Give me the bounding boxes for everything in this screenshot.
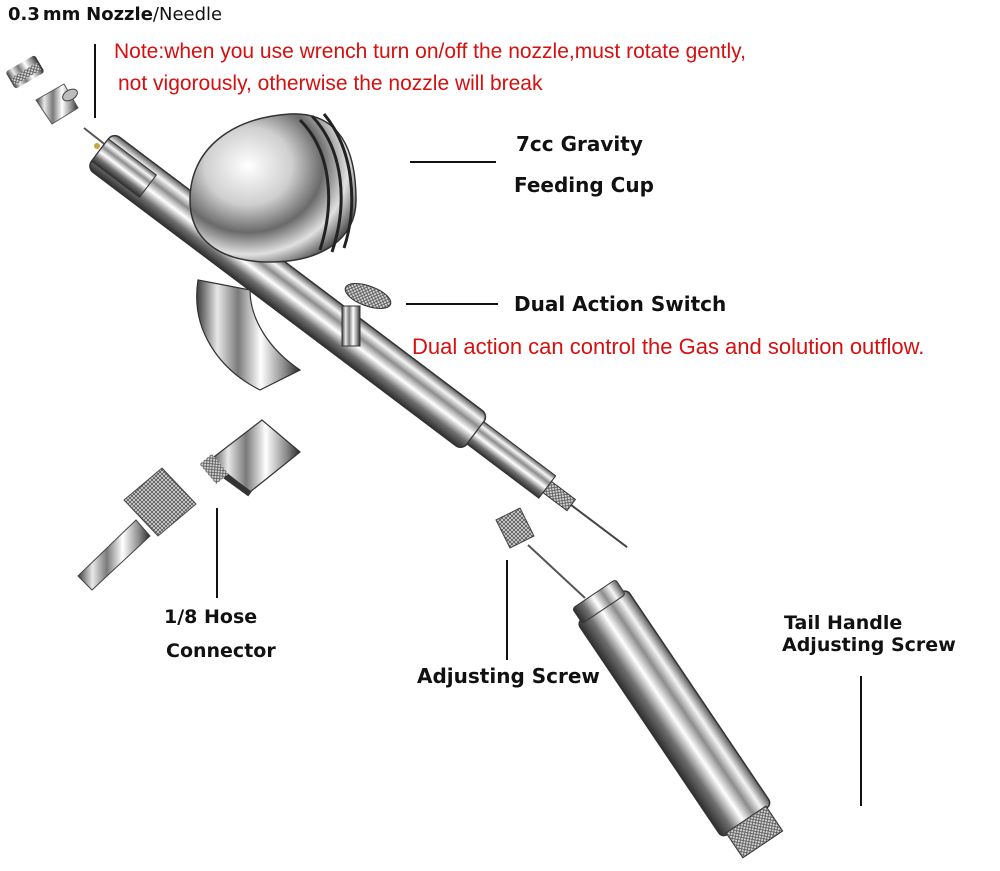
tail-label-line-1: Tail Handle bbox=[784, 612, 902, 634]
hose-leader bbox=[216, 508, 218, 598]
adjusting-screw-leader bbox=[506, 560, 508, 660]
switch-leader bbox=[406, 303, 498, 305]
hose-label-line-2: Connector bbox=[166, 640, 276, 662]
cup-label-line-2: Feeding Cup bbox=[514, 173, 654, 197]
nozzle-cap-small bbox=[36, 84, 79, 124]
needle-adjusting-screw bbox=[496, 508, 585, 598]
note-line-1: Note:when you use wrench turn on/off the… bbox=[114, 40, 746, 64]
adjusting-screw-label: Adjusting Screw bbox=[417, 664, 600, 688]
tail-label-line-2: Adjusting Screw bbox=[782, 634, 956, 656]
note-line-2: not vigorously, otherwise the nozzle wil… bbox=[118, 72, 542, 96]
nozzle-leader bbox=[94, 44, 96, 118]
nozzle-name: Nozzle bbox=[86, 4, 153, 25]
tail-leader bbox=[860, 676, 862, 806]
nozzle-alt: Needle bbox=[159, 4, 222, 25]
switch-label: Dual Action Switch bbox=[514, 292, 726, 316]
nozzle-cap bbox=[5, 55, 44, 89]
switch-note: Dual action can control the Gas and solu… bbox=[412, 334, 924, 360]
cup-leader bbox=[410, 161, 496, 163]
hose-connector bbox=[78, 468, 196, 590]
nozzle-unit: mm bbox=[43, 4, 81, 25]
tail-handle bbox=[569, 577, 788, 861]
cup-label-line-1: 7cc Gravity bbox=[516, 132, 643, 156]
nozzle-size: 0.3 bbox=[8, 4, 40, 25]
hose-label-line-1: 1/8 Hose bbox=[164, 606, 257, 628]
gravity-cup bbox=[190, 114, 356, 262]
